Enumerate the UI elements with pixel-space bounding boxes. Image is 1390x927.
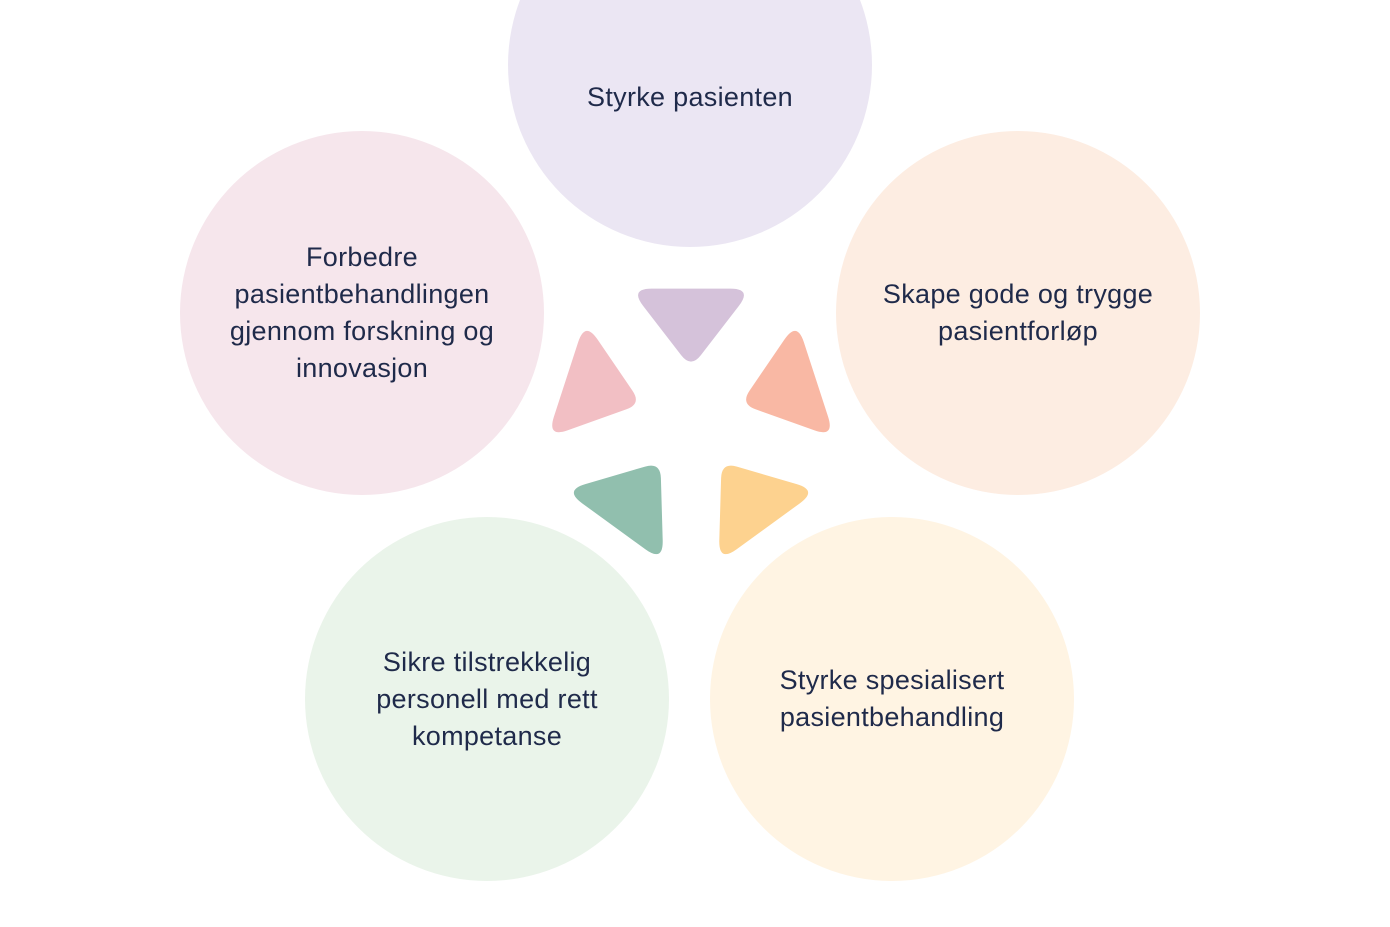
goal-label: Forbedre pasientbehandlingen gjennom for… — [229, 242, 495, 383]
center-segment-purple[interactable] — [638, 288, 744, 362]
center-segment-yellow[interactable] — [719, 465, 809, 555]
center-segment-salmon[interactable] — [746, 330, 830, 433]
goal-label: Styrke spesialisert pasientbehandling — [779, 665, 1005, 732]
goal-circle-safe-patient-pathways[interactable]: Skape gode og trygge pasientforløp — [836, 131, 1200, 495]
center-segment-green[interactable] — [573, 465, 663, 555]
goal-label: Skape gode og trygge pasientforløp — [882, 279, 1154, 346]
goal-circle-research-innovation[interactable]: Forbedre pasientbehandlingen gjennom for… — [180, 131, 544, 495]
goal-circle-competent-personnel[interactable]: Sikre tilstrekkelig personell med rett k… — [305, 517, 669, 881]
goal-circle-specialized-treatment[interactable]: Styrke spesialisert pasientbehandling — [710, 517, 1074, 881]
goal-circle-strengthen-patient[interactable]: Styrke pasienten — [508, 0, 872, 247]
goal-label: Styrke pasienten — [587, 81, 793, 112]
goal-label: Sikre tilstrekkelig personell med rett k… — [376, 646, 598, 751]
center-segment-pink[interactable] — [552, 330, 636, 433]
